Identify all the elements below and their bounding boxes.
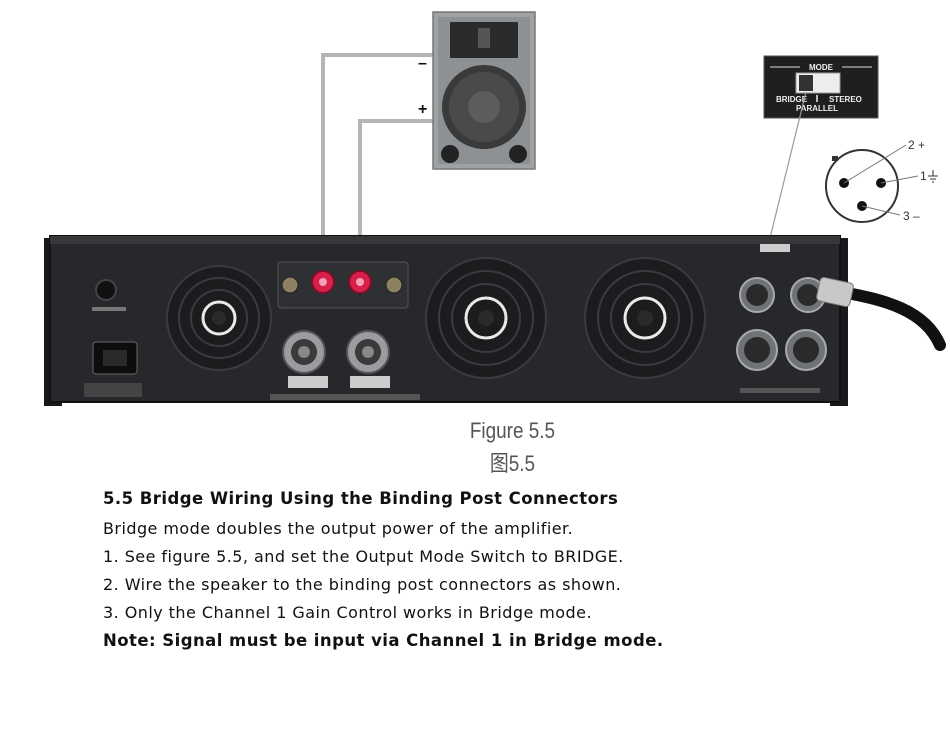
- xlr-input-section: [736, 244, 827, 371]
- speaker-cabinet: [432, 11, 536, 170]
- mode-switch-slider: [799, 75, 813, 91]
- step-1: 1. See figure 5.5, and set the Output Mo…: [103, 547, 624, 566]
- mode-bridge-label: BRIDGE: [776, 95, 808, 104]
- xlr-cable: [816, 276, 946, 351]
- binding-post-ch1-black: [385, 276, 403, 294]
- step-2: 2. Wire the speaker to the binding post …: [103, 575, 622, 594]
- fan-left: [166, 265, 272, 371]
- step-3: 3. Only the Channel 1 Gain Control works…: [103, 603, 592, 622]
- fan-right: [584, 257, 706, 379]
- intro-text: Bridge mode doubles the output power of …: [103, 519, 574, 538]
- fan-center: [425, 257, 547, 379]
- speaker-wires: [321, 53, 433, 262]
- ground-icon: [928, 170, 938, 183]
- mode-stereo-label: STEREO: [829, 95, 862, 104]
- speaker-plus-label: +: [418, 101, 427, 118]
- bridge-wiring-figure: – + MODE BRIDGE STEREO PARALLEL 2 + 1 3 …: [44, 11, 946, 406]
- xlr-pin-diagram: 2 + 1 3 –: [825, 138, 938, 223]
- section-heading: 5.5 Bridge Wiring Using the Binding Post…: [103, 489, 619, 508]
- xlr-pin1-label: 1: [920, 169, 927, 183]
- binding-post-ch2-black: [281, 276, 299, 294]
- power-section: [84, 279, 142, 397]
- figure-caption: Figure 5.5: [469, 418, 556, 443]
- mode-switch-title: MODE: [809, 63, 834, 72]
- xlr-pin3-label: 3 –: [903, 209, 920, 223]
- figure-caption-cn: 图5.5: [489, 451, 536, 476]
- binding-post-block: [277, 261, 409, 309]
- mode-parallel-label: PARALLEL: [796, 104, 838, 113]
- note-text: Note: Signal must be input via Channel 1…: [103, 631, 664, 650]
- xlr-pin2-label: 2 +: [908, 138, 925, 152]
- speaker-minus-label: –: [418, 55, 427, 72]
- mode-callout-line: [769, 91, 807, 239]
- mode-switch-inset: MODE BRIDGE STEREO PARALLEL: [763, 55, 879, 119]
- speakon-outputs: [282, 330, 390, 388]
